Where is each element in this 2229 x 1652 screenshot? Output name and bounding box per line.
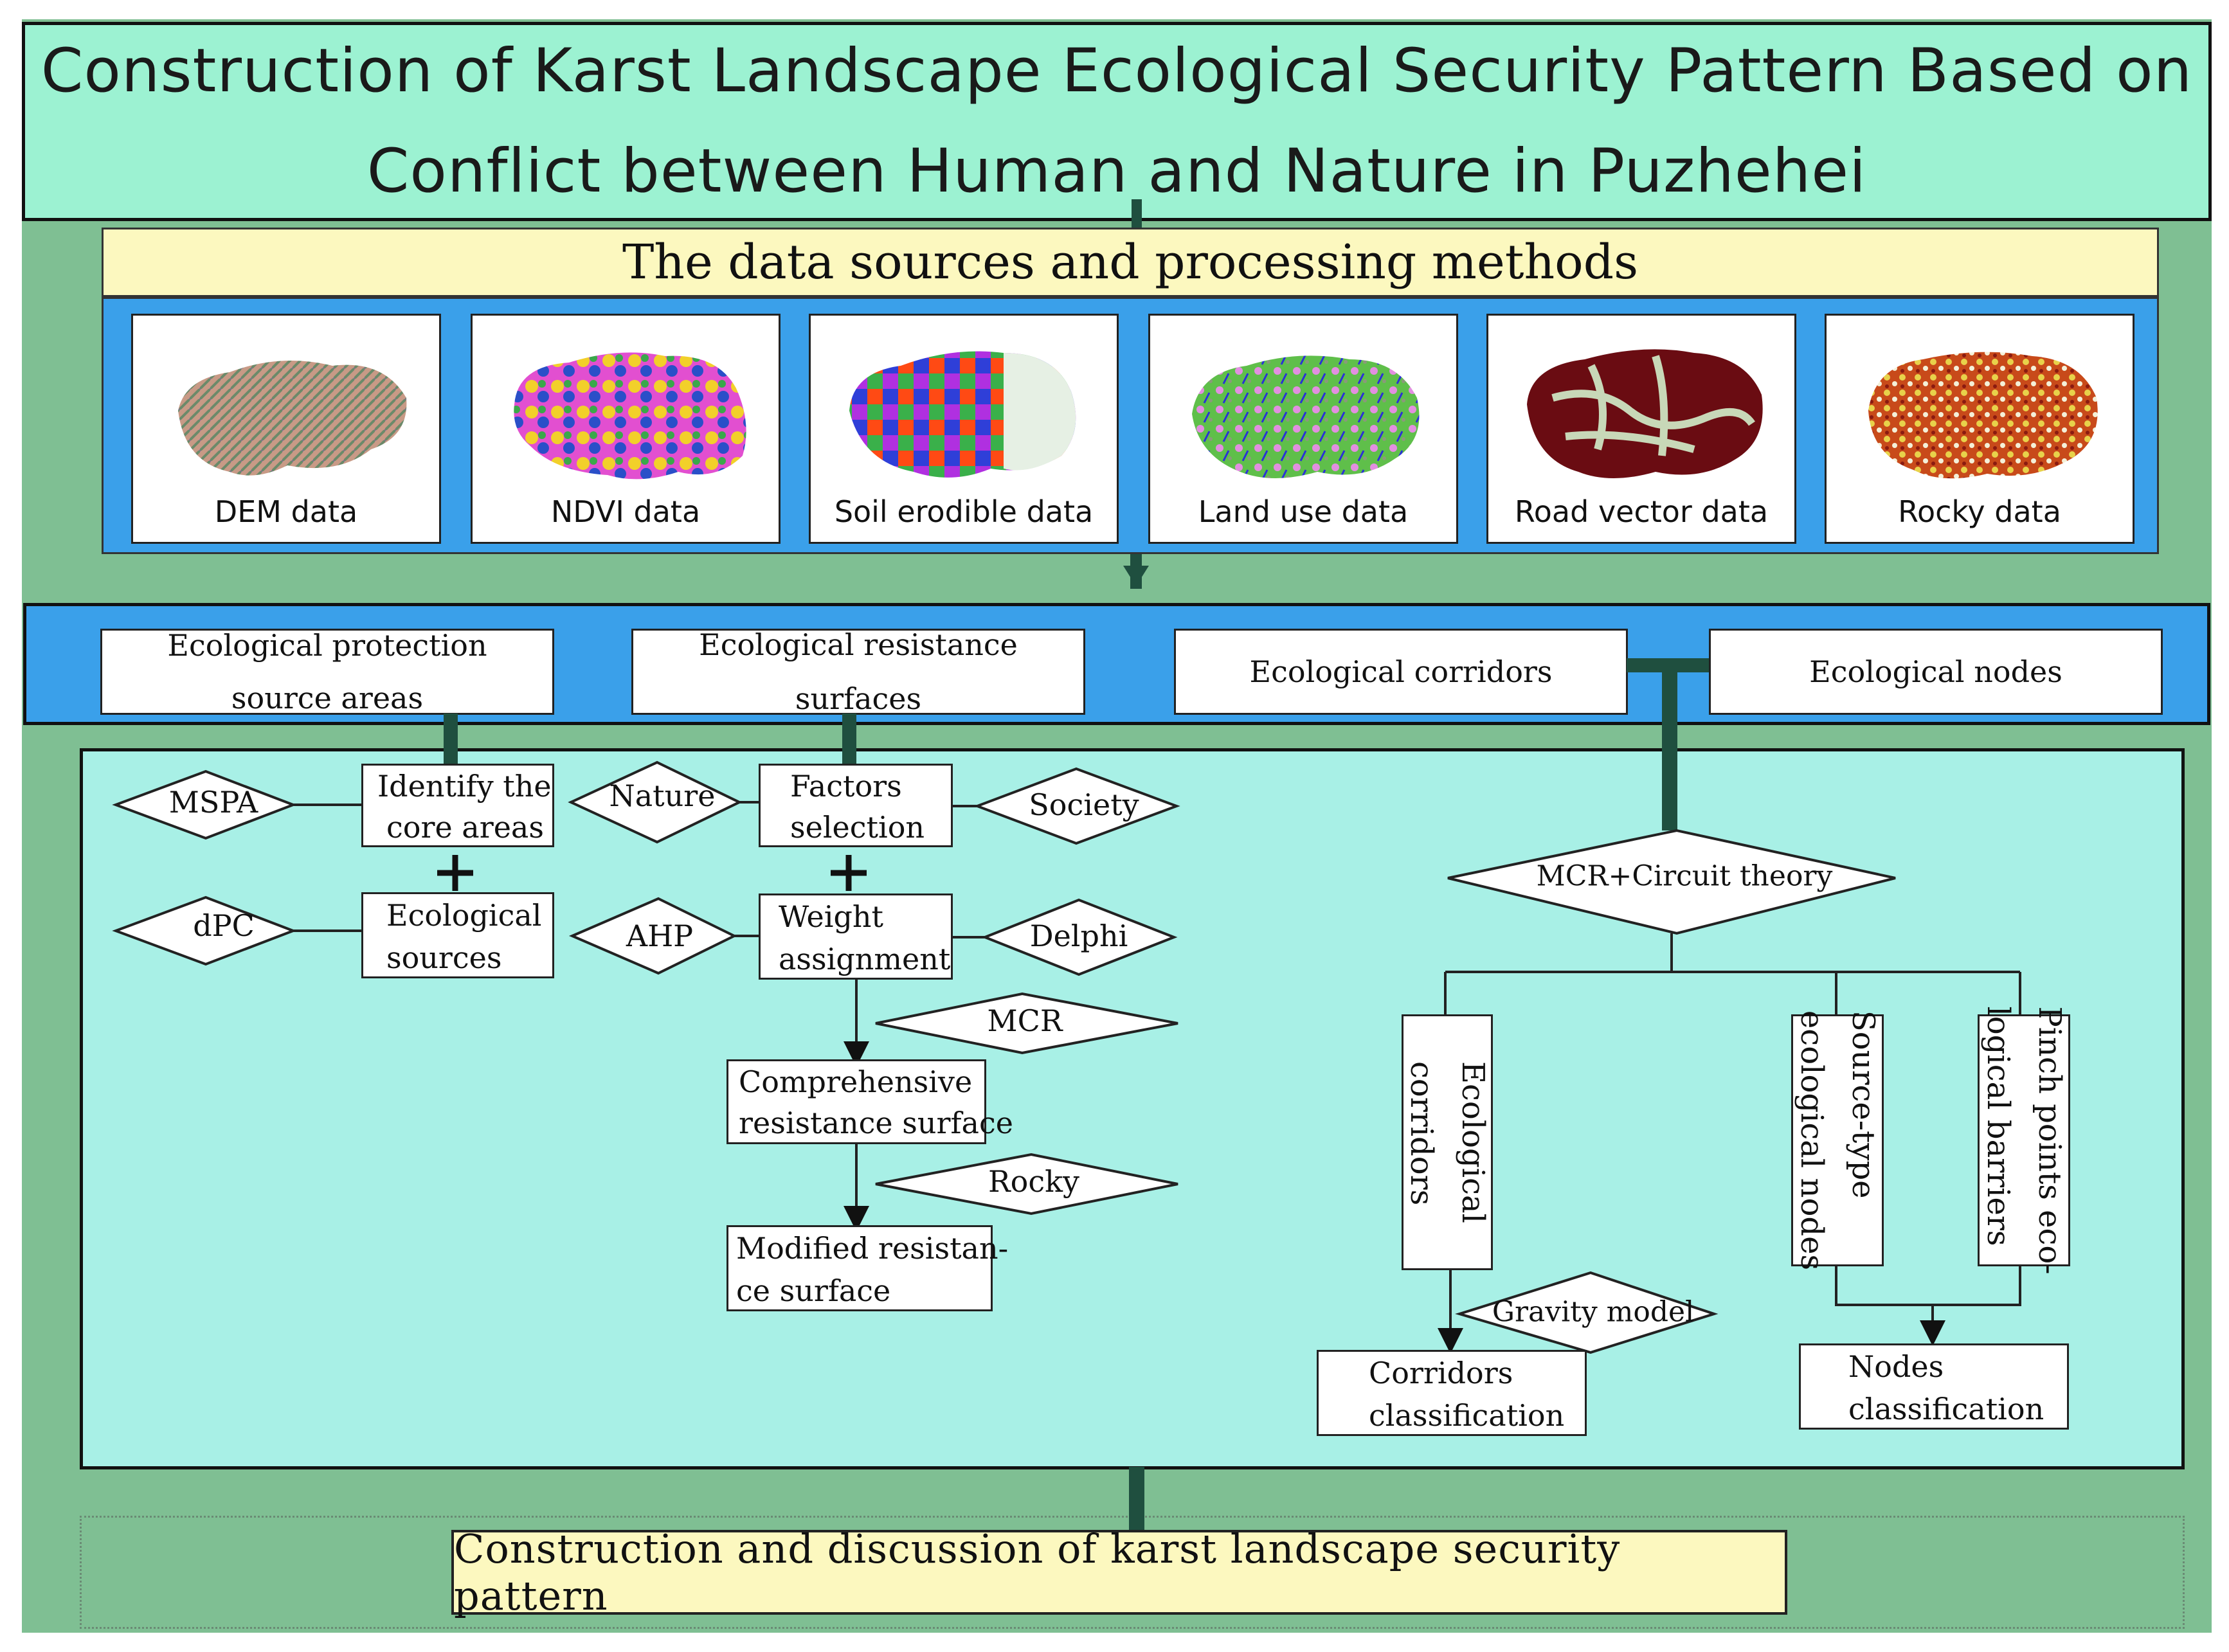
society-label: Society [1029, 787, 1139, 822]
comprehensive-resistance-surface-box: Comprehensive resistance surface [726, 1059, 1013, 1144]
dpc-diamond [112, 895, 297, 966]
pinch-line-2: logical barriers [1980, 1006, 2016, 1246]
road-vector-data-label: Road vector data [1514, 494, 1769, 529]
rocky-map-thumbnail [1868, 352, 2098, 479]
society-diamond [973, 767, 1180, 845]
modified-resistance-surface-box: Modified resistan- ce surface [726, 1225, 1009, 1311]
ecological-resistance-surfaces-box: Ecological resistance surfaces [631, 627, 1085, 716]
dem-map-thumbnail [178, 361, 407, 476]
nature-label: Nature [609, 778, 716, 813]
ndvi-data-label: NDVI data [550, 494, 701, 529]
factors-line-2: selection [790, 810, 925, 845]
ecological-corridors-vertical-box: Ecological corridors [1402, 1014, 1493, 1270]
rocky-data-label: Rocky data [1898, 494, 2061, 529]
weight-line-1: Weight [779, 899, 884, 934]
mcr-label: MCR [988, 1003, 1063, 1038]
rocky-data-card: Rocky data [1825, 314, 2134, 544]
corr-class-line-2: classification [1369, 1398, 1565, 1433]
mcr-circuit-label: MCR+Circuit theory [1537, 860, 1833, 893]
delphi-diamond [981, 898, 1178, 976]
identify-core-areas-box: Identify the core areas [361, 764, 554, 847]
dem-data-card: DEM data [131, 314, 441, 544]
land-use-data-label: Land use data [1198, 494, 1409, 529]
factors-line-1: Factors [790, 769, 902, 804]
pinch-line-1: Pinch points eco- [2032, 1006, 2068, 1275]
weight-line-2: assignment [779, 942, 951, 976]
pinch-points-barriers-vertical-box: Pinch points eco- logical barriers [1978, 1006, 2070, 1275]
nature-diamond [568, 760, 743, 844]
mspa-label: MSPA [169, 785, 258, 820]
nodes-class-line-2: classification [1848, 1392, 2044, 1426]
source-nodes-line-1: Source-type [1845, 1010, 1881, 1199]
delphi-label: Delphi [1030, 919, 1128, 953]
comprehensive-line-2: resistance surface [739, 1106, 1013, 1140]
factors-selection-box: Factors selection [759, 764, 953, 847]
mspa-diamond [112, 769, 297, 840]
corr-class-line-1: Corridors [1369, 1356, 1513, 1390]
source-areas-line-1: Ecological protection [167, 628, 487, 663]
modified-line-2: ce surface [736, 1273, 891, 1308]
road-vector-data-card: Road vector data [1486, 314, 1796, 544]
nodes-class-line-1: Nodes [1848, 1349, 1944, 1384]
land-use-data-card: Land use data [1148, 314, 1458, 544]
gravity-model-diamond [1455, 1271, 1719, 1354]
weight-assignment-box: Weight assignment [759, 893, 953, 980]
source-nodes-line-2: ecological nodes [1794, 1010, 1830, 1271]
plus-signs [437, 855, 867, 891]
ecological-protection-source-areas-box: Ecological protection source areas [100, 628, 554, 715]
dpc-label: dPC [193, 908, 255, 943]
eco-corridors-line-2: corridors [1403, 1061, 1439, 1206]
ahp-label: AHP [626, 919, 693, 953]
gravity-model-label: Gravity model [1492, 1296, 1694, 1329]
thin-connectors [293, 801, 2021, 1354]
source-type-ecological-nodes-vertical-box: Source-type ecological nodes [1791, 1010, 1884, 1270]
ecological-nodes-box: Ecological nodes [1709, 629, 2163, 715]
corridors-classification-box: Corridors classification [1317, 1350, 1587, 1436]
road-vector-map-thumbnail [1527, 349, 1763, 478]
mcr-circuit-diamond [1447, 829, 1896, 935]
nodes-classification-box: Nodes classification [1799, 1343, 2069, 1430]
soil-erodible-map-thumbnail [849, 351, 1076, 478]
eco-sources-line-2: sources [386, 940, 502, 975]
source-areas-line-2: source areas [231, 681, 424, 715]
modified-line-1: Modified resistan- [736, 1231, 1009, 1266]
ecological-corridors-box: Ecological corridors [1174, 629, 1628, 715]
soil-erodible-data-card: Soil erodible data [809, 314, 1119, 544]
comprehensive-line-1: Comprehensive [739, 1064, 973, 1099]
eco-sources-line-1: Ecological [386, 898, 542, 933]
ndvi-map-thumbnail [514, 352, 746, 480]
title-line-2: Conflict between Human and Nature in Puz… [366, 136, 1867, 206]
rocky-label: Rocky [988, 1164, 1079, 1199]
security-pattern-construction-box: Construction and discussion of karst lan… [451, 1525, 1787, 1619]
ecological-sources-box: Ecological sources [361, 892, 554, 978]
identify-line-1: Identify the [377, 769, 552, 804]
data-sources-band [102, 297, 2159, 554]
ndvi-data-card: NDVI data [471, 314, 781, 544]
land-use-map-thumbnail [1192, 355, 1420, 478]
dem-data-label: DEM data [214, 494, 358, 529]
ahp-diamond [568, 897, 737, 975]
soil-erodible-data-label: Soil erodible data [834, 494, 1094, 529]
data-flow-arrow [1123, 566, 1149, 586]
data-sources-header: The data sources and processing methods [102, 228, 2159, 297]
diagram-title: Construction of Karst Landscape Ecologic… [22, 22, 2212, 221]
identify-line-2: core areas [386, 810, 544, 845]
rocky-diamond [875, 1153, 1178, 1216]
method-diamonds [112, 760, 1896, 1354]
mcr-diamond [875, 992, 1178, 1055]
diamond-labels: MSPA dPC Nature Society AHP Delphi MCR R… [169, 778, 1833, 1329]
eco-corridors-line-1: Ecological [1455, 1061, 1491, 1223]
title-line-1: Construction of Karst Landscape Ecologic… [41, 36, 2193, 106]
